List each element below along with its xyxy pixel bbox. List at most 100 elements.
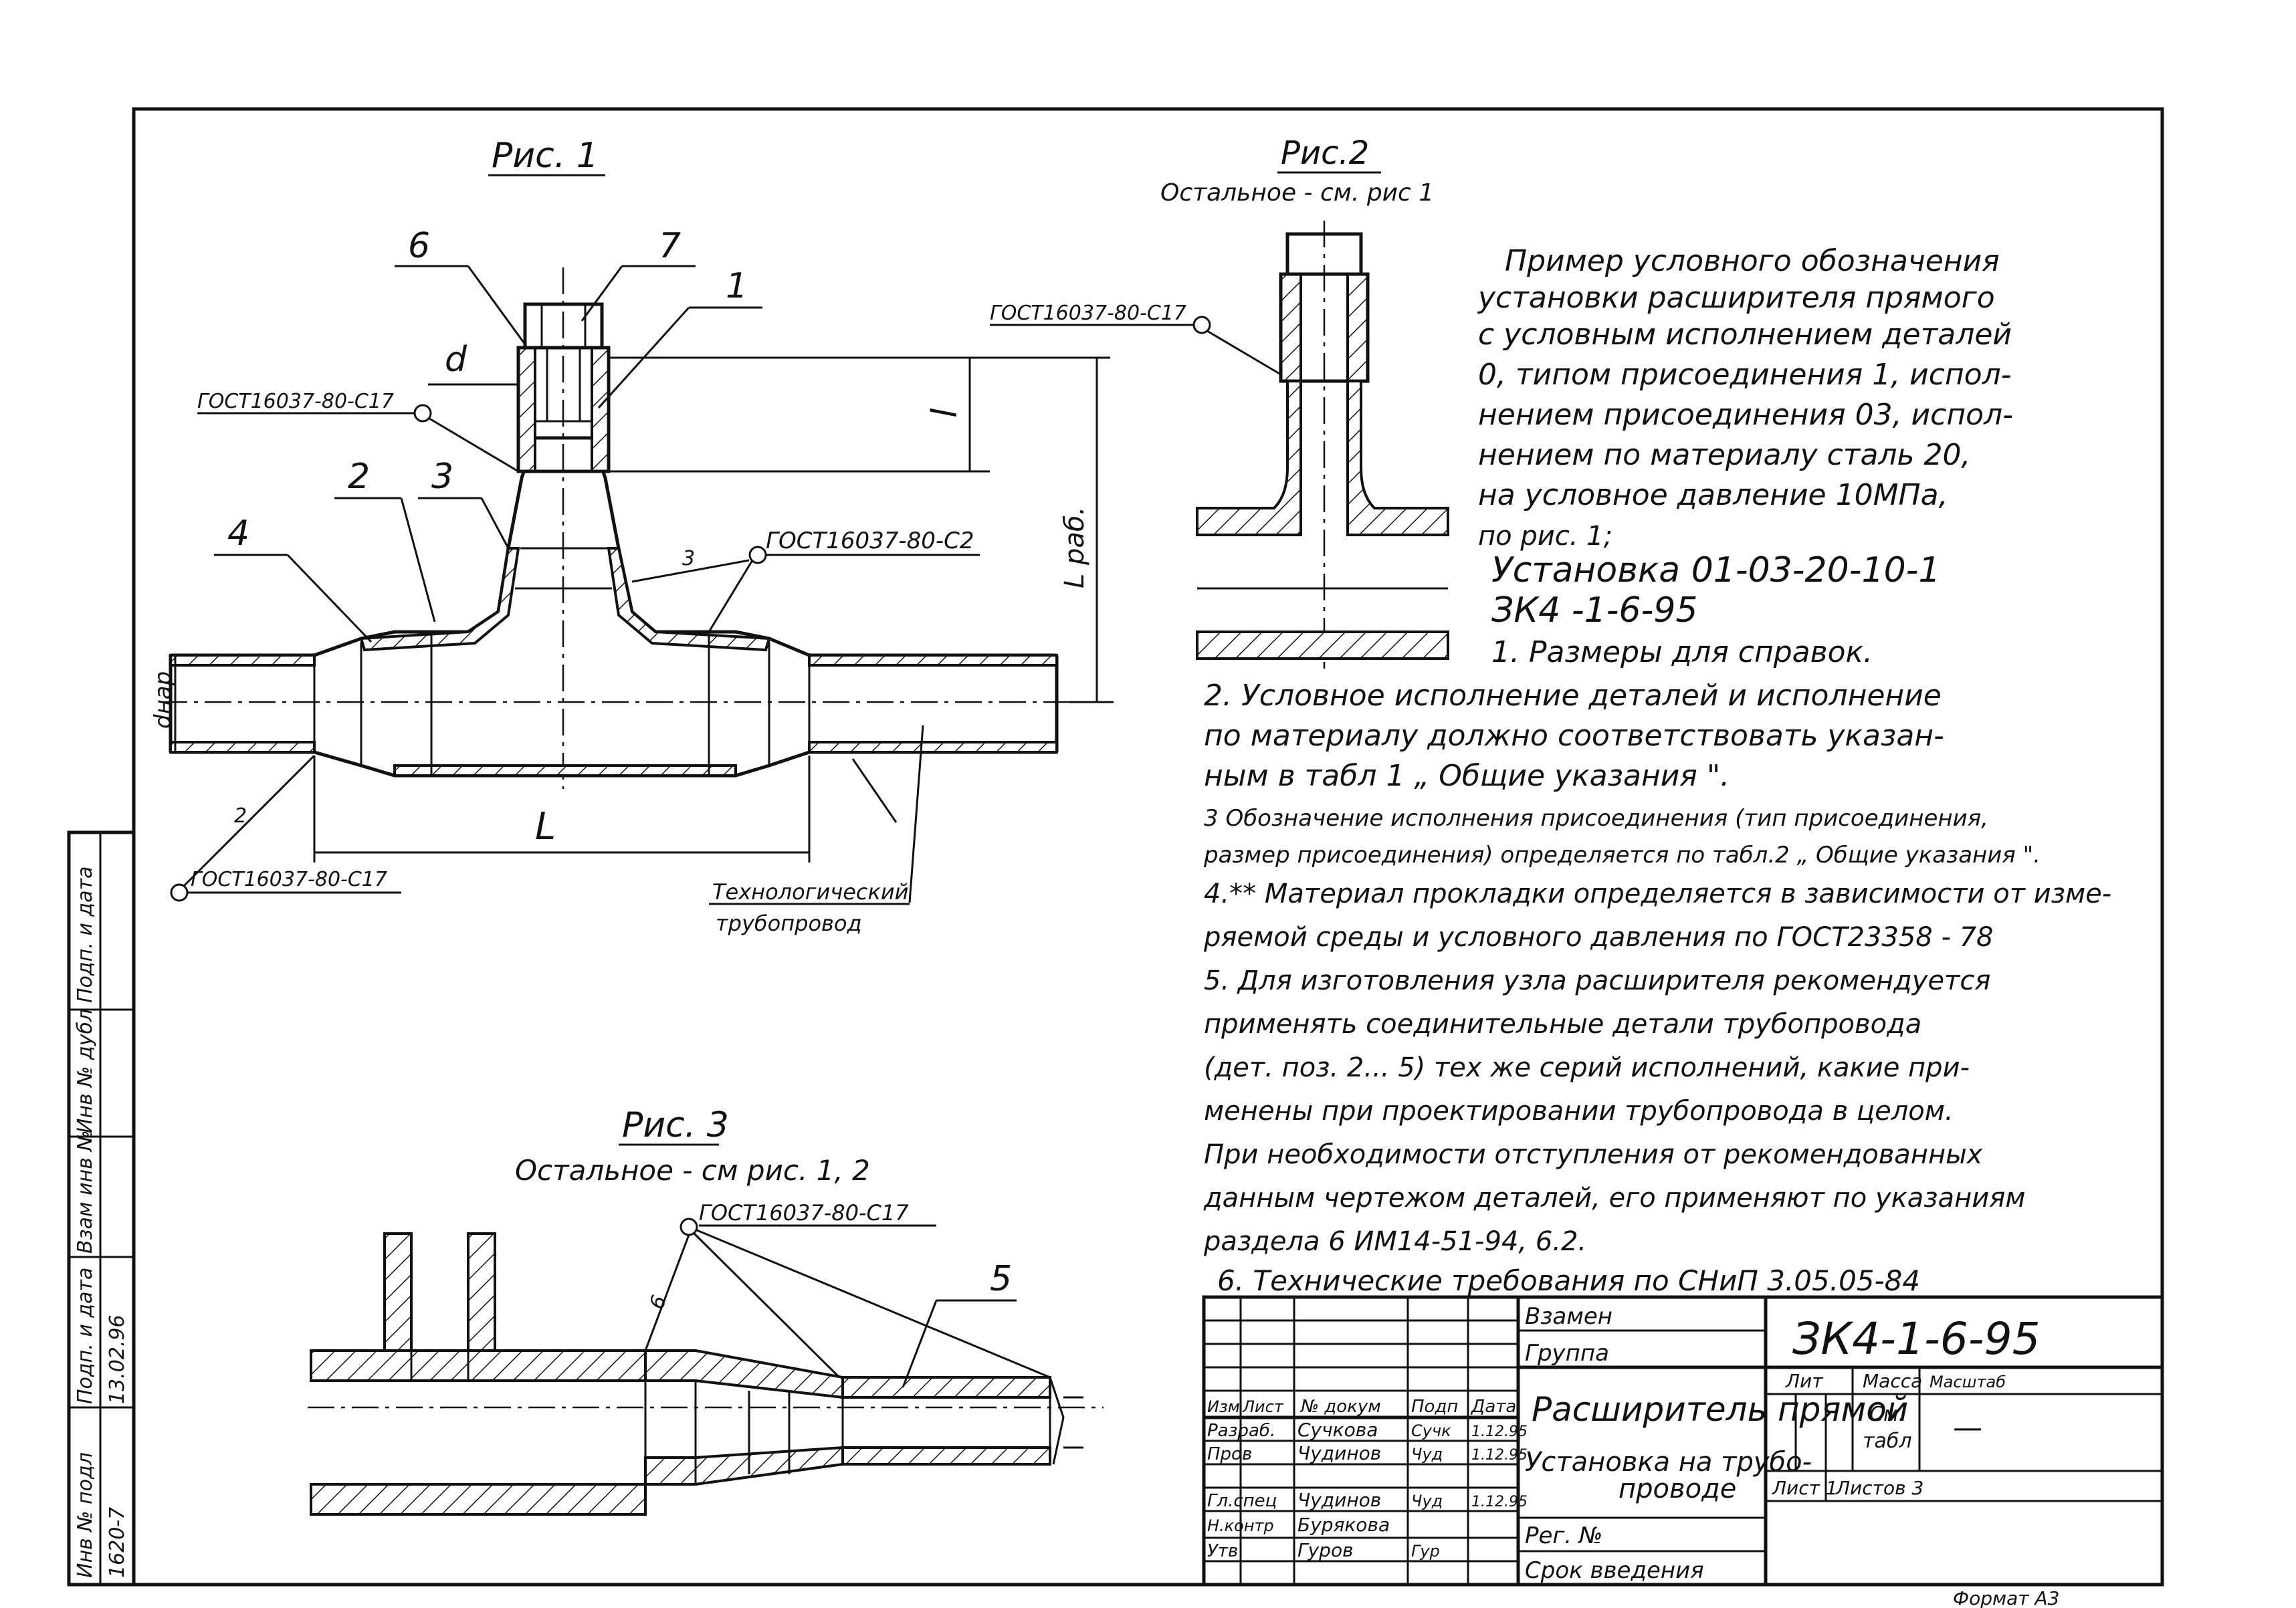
fig1-pos-7: 7 (659, 226, 681, 266)
tb-sheets-label: Листов 3 (1835, 1477, 1923, 1499)
example-line-3: 0, типом присоединения 1, испол- (1478, 358, 2012, 392)
note-item-2: по материалу должно соответствовать указ… (1204, 719, 1944, 753)
tb-row1-name: Чудинов (1297, 1442, 1381, 1464)
stamp-label-replace-inv: Взам инв № (74, 1130, 97, 1254)
tb-mass-value-line2: табл (1863, 1429, 1912, 1453)
tb-row0-sign: Сучк (1411, 1421, 1451, 1440)
tb-sheet-label: Лист 1 (1772, 1477, 1838, 1499)
stamp-inv-no-value: 1620-7 (106, 1507, 129, 1578)
tb-row1-sign: Чуд (1411, 1445, 1443, 1464)
fig1-pipeline-line1: Технологический (712, 879, 908, 905)
note-item-14: раздела 6 ИМ14-51-94, 6.2. (1203, 1226, 1586, 1257)
fig1-dim-d: d (445, 340, 467, 380)
tb-mass-value-line1: См. (1869, 1403, 1905, 1426)
tb-document-code: ЗК4-1-6-95 (1792, 1313, 2041, 1365)
fig1-weld-c2: ГОСТ16037-80-С2 (766, 528, 974, 554)
tb-row0-role: Разраб. (1207, 1421, 1275, 1441)
note-item-6: 4.** Материал прокладки определяется в з… (1204, 879, 2111, 909)
fig3-pos-5: 5 (990, 1259, 1012, 1299)
figure-3: Рис. 3 Остальное - см рис. 1, 2 ГОСТ1603… (308, 1105, 1104, 1516)
notes-block: Пример условного обозначения установки р… (1203, 244, 2111, 1297)
note-item-3: ным в табл 1 „ Общие указания ". (1204, 759, 1730, 793)
fig1-title: Рис. 1 (492, 136, 599, 176)
figure-1: Рис. 1 (150, 136, 1114, 936)
example-line-5: нением по материалу сталь 20, (1478, 438, 1970, 472)
tb-reg-no: Рег. № (1525, 1522, 1602, 1549)
designation-line-2: ЗК4 -1-6-95 (1491, 590, 1698, 630)
tb-row3-date: 1.12.95 (1471, 1494, 1528, 1510)
tb-row3-name: Чудинов (1297, 1489, 1381, 1511)
tb-scale-label: Масштаб (1929, 1373, 2006, 1391)
side-stamp: Подп. и дата Инв № дубл Взам инв № Подп.… (67, 830, 136, 1587)
example-line-2: с условным исполнением деталей (1478, 318, 2012, 352)
note-item-8: 5. Для изготовления узла расширителя рек… (1204, 965, 1990, 996)
note-item-7: ряемой среды и условного давления по ГОС… (1203, 922, 1994, 953)
fig2-weld: ГОСТ16037-80-С17 (990, 302, 1186, 325)
fig2-title: Рис.2 (1281, 134, 1369, 172)
tb-row1-role: Пров (1207, 1444, 1252, 1464)
note-item-13: данным чертежом деталей, его применяют п… (1203, 1183, 2025, 1214)
tb-col-header-1: Лист (1242, 1397, 1284, 1416)
example-line-7: по рис. 1; (1478, 521, 1612, 552)
fig1-dim-lrab: L раб. (1059, 507, 1090, 588)
tb-replaces: Взамен (1525, 1303, 1612, 1330)
note-item-15: 6. Технические требования по СНиП 3.05.0… (1217, 1264, 1920, 1297)
tb-col-header-0: Изм (1207, 1397, 1240, 1416)
tb-row1-date: 1.12.95 (1471, 1447, 1528, 1464)
tb-lit-label: Лит (1785, 1370, 1823, 1392)
note-item-0: 1. Размеры для справок. (1491, 635, 1873, 669)
example-line-1: установки расширителя прямого (1477, 281, 1995, 315)
tb-row5-role: Утв (1207, 1541, 1238, 1561)
fig1-dim-L: L (535, 805, 556, 848)
fig1-weld-c17-bottom: ГОСТ16037-80-С17 (191, 868, 387, 891)
fig1-pos-2: 2 (348, 457, 370, 497)
tb-name-line3: проводе (1619, 1474, 1736, 1504)
fig1-dim-dnar: dнар (150, 671, 177, 729)
note-item-11: менены при проектировании трубопровода в… (1204, 1096, 1954, 1127)
tb-row0-name: Сучкова (1297, 1419, 1378, 1441)
fig3-subtitle: Остальное - см рис. 1, 2 (515, 1154, 870, 1187)
stamp-label-sign-date-1: Подп. и дата (74, 867, 97, 1003)
tb-col-header-2: № докум (1299, 1397, 1381, 1417)
fig1-pos-3: 3 (431, 457, 453, 497)
tb-row5-name: Гуров (1297, 1539, 1354, 1561)
stamp-label-inv-no: Инв № подл (74, 1452, 97, 1578)
fig1-dim-l: l (925, 408, 965, 418)
fig1-pos-1: 1 (726, 266, 748, 306)
stamp-sign-date-value: 13.02.96 (106, 1314, 129, 1404)
tb-scale-value: — (1953, 1411, 1982, 1445)
note-item-12: При необходимости отступления от рекомен… (1204, 1139, 1983, 1170)
note-item-9: применять соединительные детали трубопро… (1204, 1009, 1921, 1040)
note-item-10: (дет. поз. 2... 5) тех же серий исполнен… (1204, 1052, 1970, 1083)
fig3-pos-6: 6 (645, 1292, 671, 1312)
fig3-weld: ГОСТ16037-80-С17 (699, 1200, 909, 1226)
fig1-weld-c17-top: ГОСТ16037-80-С17 (197, 390, 394, 413)
fig3-title: Рис. 3 (622, 1105, 729, 1145)
tb-row3-sign: Чуд (1411, 1492, 1443, 1510)
stamp-label-dup-inv: Инв № дубл (74, 1009, 97, 1133)
tb-group: Группа (1525, 1340, 1609, 1367)
title-block: Изм Лист № докум Подп Дата Разраб. Сучко… (1202, 1295, 2164, 1587)
tb-mass-label: Масса (1863, 1370, 1922, 1392)
tb-col-header-4: Дата (1471, 1397, 1516, 1417)
tb-row4-role: Н.контр (1207, 1516, 1274, 1535)
tb-col-header-3: Подп (1411, 1397, 1458, 1417)
example-line-0: Пример условного обозначения (1505, 244, 2000, 278)
tb-row5-sign: Гур (1411, 1542, 1440, 1561)
tb-name-line1: Расширитель прямой (1532, 1390, 1908, 1429)
note-item-5: размер присоединения) определяется по та… (1203, 842, 2041, 869)
tb-row3-role: Гл.спец (1207, 1491, 1277, 1511)
figure-2: Рис.2 Остальное - см. рис 1 ГОСТ16037-80… (990, 134, 1449, 669)
tb-intro-date: Срок введения (1525, 1557, 1704, 1584)
designation-line-1: Установка 01-03-20-10-1 (1491, 550, 1941, 590)
note-item-4: 3 Обозначение исполнения присоединения (… (1204, 805, 1988, 832)
tb-name-line2: Установка на трубо- (1525, 1447, 1812, 1478)
format-label: Формат А3 (1953, 1587, 2059, 1608)
example-line-4: нением присоединения 03, испол- (1478, 398, 2013, 432)
fig1-pos-6: 6 (408, 226, 430, 266)
example-line-6: на условное давление 10МПа, (1478, 478, 1948, 512)
note-item-1: 2. Условное исполнение деталей и исполне… (1204, 679, 1942, 713)
stamp-label-sign-date-2: Подп. и дата (74, 1268, 97, 1404)
fig1-pos-4: 4 (227, 513, 249, 554)
